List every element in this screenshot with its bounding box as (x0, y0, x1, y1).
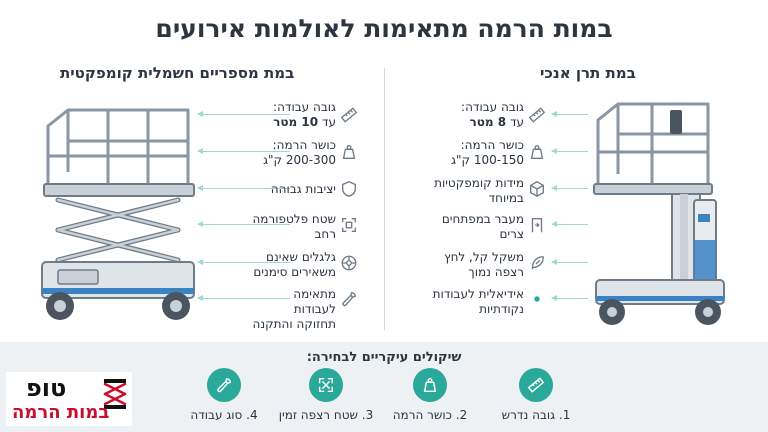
consideration-label: 1. גובה נדרש (501, 408, 571, 422)
scissor-lift-illustration (41, 108, 195, 320)
brand-logo: טופ במות הרמה (6, 372, 132, 426)
arrow-indicator (197, 295, 290, 301)
feather-icon (528, 254, 546, 272)
feature-light-weight: משקל קל, לחץ רצפה נמוך (444, 250, 524, 279)
lift-logo-icon (103, 379, 127, 409)
consideration-work-type (207, 368, 241, 402)
consideration-label: 4. סוג עבודה (190, 408, 258, 422)
wrench-icon (217, 377, 232, 393)
arrow-indicator (551, 185, 588, 191)
wrench-icon (340, 290, 358, 308)
weight-icon (528, 143, 546, 161)
arrow-indicator (551, 259, 588, 265)
considerations-title: שיקולים עיקריים לבחירה: (306, 350, 462, 365)
logo-line2: במות הרמה (12, 402, 110, 423)
feature-lift-capacity: כושר הרמה: 100-150 ק"ג (451, 138, 524, 167)
arrow-indicator (197, 111, 290, 117)
arrow-indicator (551, 148, 588, 154)
feature-non-marking-wheels: גלגלים שאינם משאירים סימנים (253, 250, 336, 279)
feature-working-height: גובה עבודה: עד 8 מטר (461, 100, 524, 129)
feature-narrow-doorways: מעבר במפתחים צרים (441, 212, 524, 241)
right-section-heading: במת תרן אנכי (540, 64, 636, 82)
page-title: במות הרמה מתאימות לאולמות אירועים (155, 14, 613, 43)
consideration-label: 3. שטח רצפה זמין (278, 408, 374, 422)
consideration-height (519, 368, 553, 402)
wheel-icon (340, 254, 358, 272)
consideration-capacity (413, 368, 447, 402)
box-icon (528, 180, 546, 198)
arrow-indicator (551, 111, 588, 117)
arrow-indicator (551, 221, 588, 227)
logo-line1: טופ (26, 374, 67, 402)
arrow-indicator (197, 221, 290, 227)
arrow-indicator (551, 295, 588, 301)
feature-compact-dimensions: מידות קומפקטיות במיוחד (434, 176, 524, 205)
shield-icon (340, 180, 358, 198)
weight-icon (423, 377, 437, 393)
consideration-label: 2. כושר הרמה (392, 408, 468, 422)
mast-lift-illustration (593, 102, 725, 325)
ruler-icon (340, 106, 358, 124)
feature-stability: יציבות גבוהה (270, 182, 336, 196)
expand-icon (318, 377, 334, 393)
dot-icon (528, 290, 546, 308)
consideration-floor-space (309, 368, 343, 402)
arrow-indicator (197, 148, 290, 154)
section-divider (384, 68, 385, 330)
feature-lift-capacity: כושר הרמה: 200-300 ק"ג (263, 138, 336, 167)
weight-icon (340, 143, 358, 161)
feature-platform-area: שטח פלטפורמה רחב (252, 212, 336, 241)
platform-area-icon (340, 216, 358, 234)
ruler-icon (528, 106, 546, 124)
feature-working-height: גובה עבודה: עד 10 מטר (273, 100, 336, 129)
feature-spot-work: אידיאלית לעבודות נקודתיות (432, 287, 524, 316)
arrow-indicator (197, 259, 290, 265)
ruler-icon (527, 377, 545, 393)
doorway-icon (528, 216, 546, 234)
left-section-heading: במת מספריים חשמלית קומפקטית (60, 64, 295, 82)
arrow-indicator (197, 185, 290, 191)
feature-maintenance: מתאימה לעבודות תחזוקה והתקנה (252, 287, 336, 331)
